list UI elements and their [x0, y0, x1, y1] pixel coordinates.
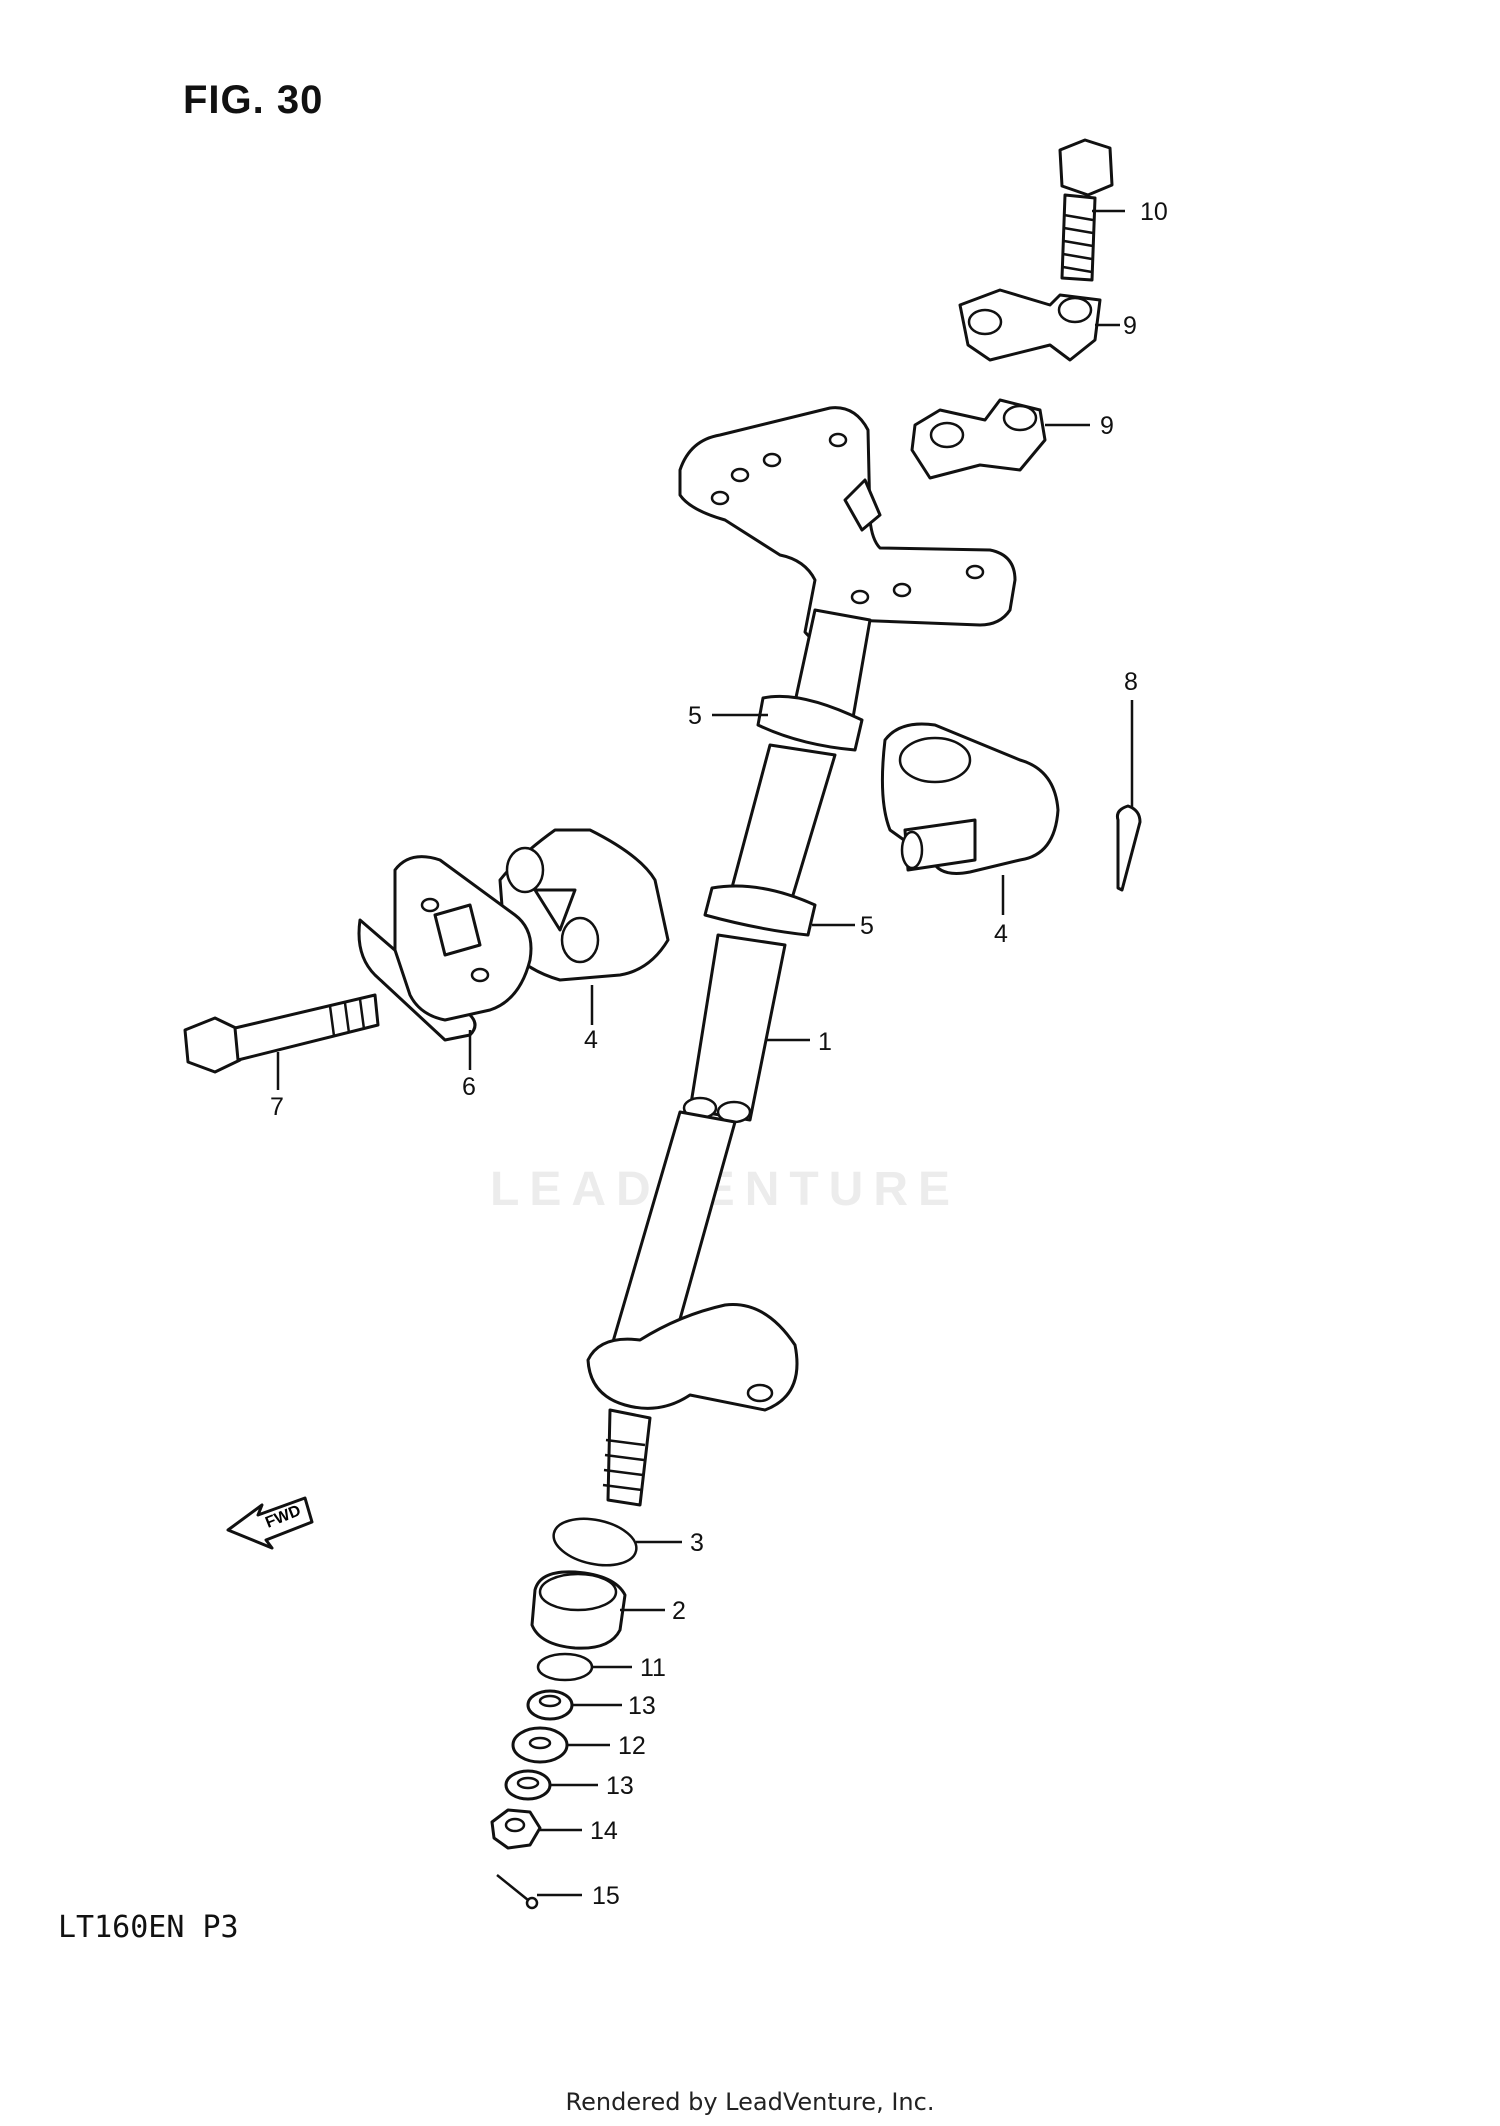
- part-clamp-9-upper: [958, 288, 1102, 362]
- part-shaft-holder-4-right: [880, 722, 1060, 875]
- part-plate-6: [357, 855, 533, 1042]
- figure-title: FIG. 30: [183, 78, 324, 122]
- callout-2: 2: [672, 1597, 686, 1625]
- part-washer-12: [511, 1726, 569, 1764]
- leader-lines: [276, 209, 1134, 1897]
- part-handlebar-plate: [678, 406, 1017, 646]
- callout-13-upper: 13: [628, 1692, 656, 1720]
- callout-5-upper: 5: [688, 702, 702, 730]
- part-bearing-2: [530, 1570, 627, 1650]
- part-washer-13-lower: [504, 1769, 552, 1801]
- part-clamp-9-lower: [910, 398, 1047, 480]
- callout-1: 1: [818, 1028, 832, 1056]
- part-washer-13-upper: [526, 1689, 574, 1721]
- part-bolt-7: [183, 993, 380, 1074]
- callout-8: 8: [1124, 668, 1138, 696]
- fwd-arrow-icon: FWD: [226, 1496, 314, 1550]
- callout-11: 11: [640, 1654, 666, 1682]
- callout-12: 12: [618, 1732, 646, 1760]
- callout-6: 6: [462, 1073, 476, 1101]
- part-nut-14: [490, 1808, 542, 1850]
- callout-5-lower: 5: [860, 912, 874, 940]
- callout-10: 10: [1140, 198, 1168, 226]
- part-cotter-pin-15: [496, 1874, 539, 1910]
- callout-9-lower: 9: [1100, 412, 1114, 440]
- callout-7: 7: [270, 1093, 284, 1121]
- part-steering-shaft: [586, 608, 872, 1507]
- footer-credit: Rendered by LeadVenture, Inc.: [565, 2088, 935, 2116]
- callout-15: 15: [592, 1882, 620, 1910]
- model-code: LT160EN P3: [58, 1910, 239, 1945]
- callout-4-right: 4: [994, 920, 1008, 948]
- part-cotter-pin-8: [1116, 804, 1142, 892]
- callout-4-left: 4: [584, 1026, 598, 1054]
- callout-3: 3: [690, 1529, 704, 1557]
- part-shaft-holder-4-left: [498, 828, 670, 982]
- part-circlip-3: [552, 1517, 638, 1567]
- callout-13-lower: 13: [606, 1772, 634, 1800]
- callout-14: 14: [590, 1817, 618, 1845]
- callout-9-upper: 9: [1123, 312, 1137, 340]
- part-bolt-10: [1058, 138, 1114, 282]
- part-o-ring-11: [536, 1652, 594, 1682]
